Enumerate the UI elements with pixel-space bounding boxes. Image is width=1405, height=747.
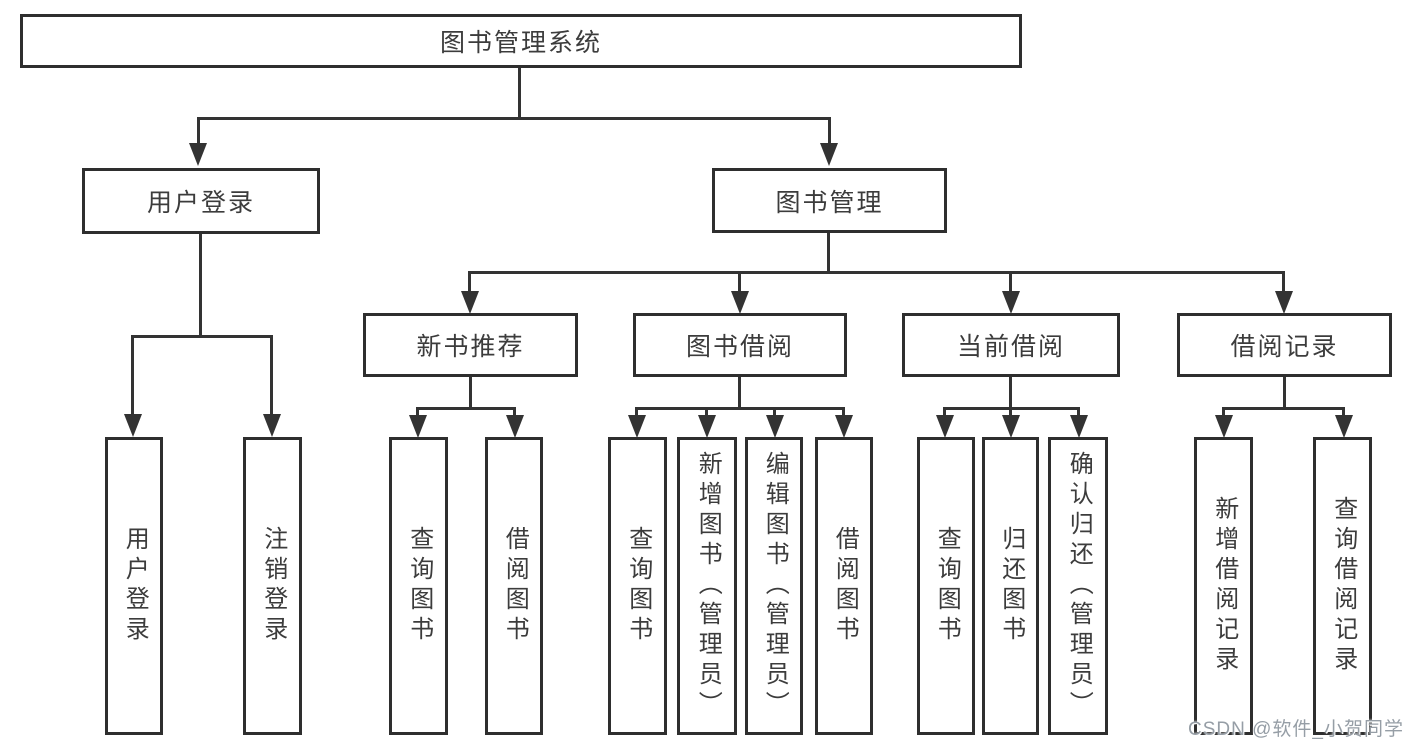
connector-line (513, 407, 516, 416)
connector-line (943, 407, 946, 416)
connector-arrow (766, 415, 784, 438)
node-new-book-recommend: 新书推荐 (363, 313, 578, 377)
leaf-borrow-query-book: 查询图书 (608, 437, 667, 735)
connector-line (635, 407, 638, 416)
leaf-return-book-label: 归还图书 (997, 526, 1025, 646)
connector-arrow (698, 415, 716, 438)
connector-arrow (820, 143, 838, 166)
leaf-borrow-book: 借阅图书 (815, 437, 873, 735)
node-borrow-records: 借阅记录 (1177, 313, 1392, 377)
connector-line (1009, 377, 1012, 410)
connector-line (468, 271, 1285, 274)
connector-line (416, 407, 419, 416)
connector-arrow (628, 415, 646, 438)
connector-line (1222, 407, 1345, 410)
leaf-logout-label: 注销登录 (259, 526, 287, 646)
leaf-confirm-return-admin-label: 确认归还（管理员） (1065, 451, 1093, 721)
node-current-borrow-label: 当前借阅 (956, 333, 1065, 361)
connector-arrow (189, 143, 207, 166)
node-book-borrow-label: 图书借阅 (685, 333, 794, 361)
leaf-return-book: 归还图书 (982, 437, 1039, 735)
leaf-confirm-return-admin: 确认归还（管理员） (1048, 437, 1108, 735)
leaf-user-login-label: 用户登录 (121, 526, 149, 646)
leaf-edit-book-admin: 编辑图书（管理员） (745, 437, 803, 735)
leaf-recommend-borrow-book-label: 借阅图书 (501, 526, 529, 646)
node-current-borrow: 当前借阅 (902, 313, 1120, 377)
connector-arrow (409, 415, 427, 438)
leaf-query-borrow-record-label: 查询借阅记录 (1329, 496, 1357, 676)
leaf-logout: 注销登录 (243, 437, 302, 735)
connector-line (468, 271, 471, 292)
node-user-login: 用户登录 (82, 168, 320, 234)
leaf-add-book-admin: 新增图书（管理员） (677, 437, 737, 735)
connector-line (1009, 407, 1012, 416)
connector-line (270, 335, 273, 415)
connector-line (197, 117, 200, 144)
leaf-current-query-book-label: 查询图书 (933, 526, 961, 646)
connector-line (1342, 407, 1345, 416)
leaf-borrow-query-book-label: 查询图书 (624, 526, 652, 646)
connector-line (198, 117, 831, 120)
node-new-book-recommend-label: 新书推荐 (416, 333, 525, 361)
leaf-user-login: 用户登录 (105, 437, 163, 735)
connector-arrow (835, 415, 853, 438)
connector-line (827, 233, 830, 274)
node-book-borrow: 图书借阅 (633, 313, 847, 377)
connector-line (1283, 377, 1286, 410)
leaf-borrow-book-label: 借阅图书 (831, 526, 859, 646)
connector-line (842, 407, 845, 416)
connector-line (635, 407, 845, 410)
connector-line (1077, 407, 1080, 416)
node-user-login-label: 用户登录 (146, 189, 255, 217)
connector-line (828, 117, 831, 144)
connector-line (131, 335, 273, 338)
connector-line (1009, 271, 1012, 292)
leaf-recommend-query-book-label: 查询图书 (405, 526, 433, 646)
connector-arrow (1275, 291, 1293, 314)
leaf-current-query-book: 查询图书 (917, 437, 975, 735)
leaf-add-book-admin-label: 新增图书（管理员） (694, 451, 722, 721)
csdn-watermark: CSDN @软件_小贺同学 (1188, 719, 1404, 740)
connector-arrow (461, 291, 479, 314)
connector-line (705, 407, 708, 416)
leaf-recommend-borrow-book: 借阅图书 (485, 437, 543, 735)
leaf-add-borrow-record: 新增借阅记录 (1194, 437, 1253, 735)
connector-line (518, 68, 521, 120)
node-book-manage: 图书管理 (712, 168, 947, 233)
connector-line (1222, 407, 1225, 416)
connector-arrow (936, 415, 954, 438)
connector-line (199, 234, 202, 338)
connector-line (1282, 271, 1285, 292)
connector-arrow (124, 414, 142, 437)
leaf-recommend-query-book: 查询图书 (389, 437, 448, 735)
connector-arrow (1002, 291, 1020, 314)
connector-line (773, 407, 776, 416)
connector-line (469, 377, 472, 410)
connector-arrow (1335, 415, 1353, 438)
node-root: 图书管理系统 (20, 14, 1022, 68)
connector-line (738, 271, 741, 292)
connector-arrow (506, 415, 524, 438)
connector-line (131, 335, 134, 415)
connector-arrow (1070, 415, 1088, 438)
leaf-query-borrow-record: 查询借阅记录 (1313, 437, 1372, 735)
node-book-manage-label: 图书管理 (775, 188, 884, 217)
connector-arrow (1002, 415, 1020, 438)
node-borrow-records-label: 借阅记录 (1230, 333, 1339, 361)
connector-arrow (263, 414, 281, 437)
leaf-edit-book-admin-label: 编辑图书（管理员） (761, 451, 789, 721)
connector-arrow (1215, 415, 1233, 438)
leaf-add-borrow-record-label: 新增借阅记录 (1210, 496, 1238, 676)
connector-line (738, 377, 741, 410)
connector-line (416, 407, 516, 410)
connector-arrow (731, 291, 749, 314)
node-root-label: 图书管理系统 (439, 29, 602, 57)
